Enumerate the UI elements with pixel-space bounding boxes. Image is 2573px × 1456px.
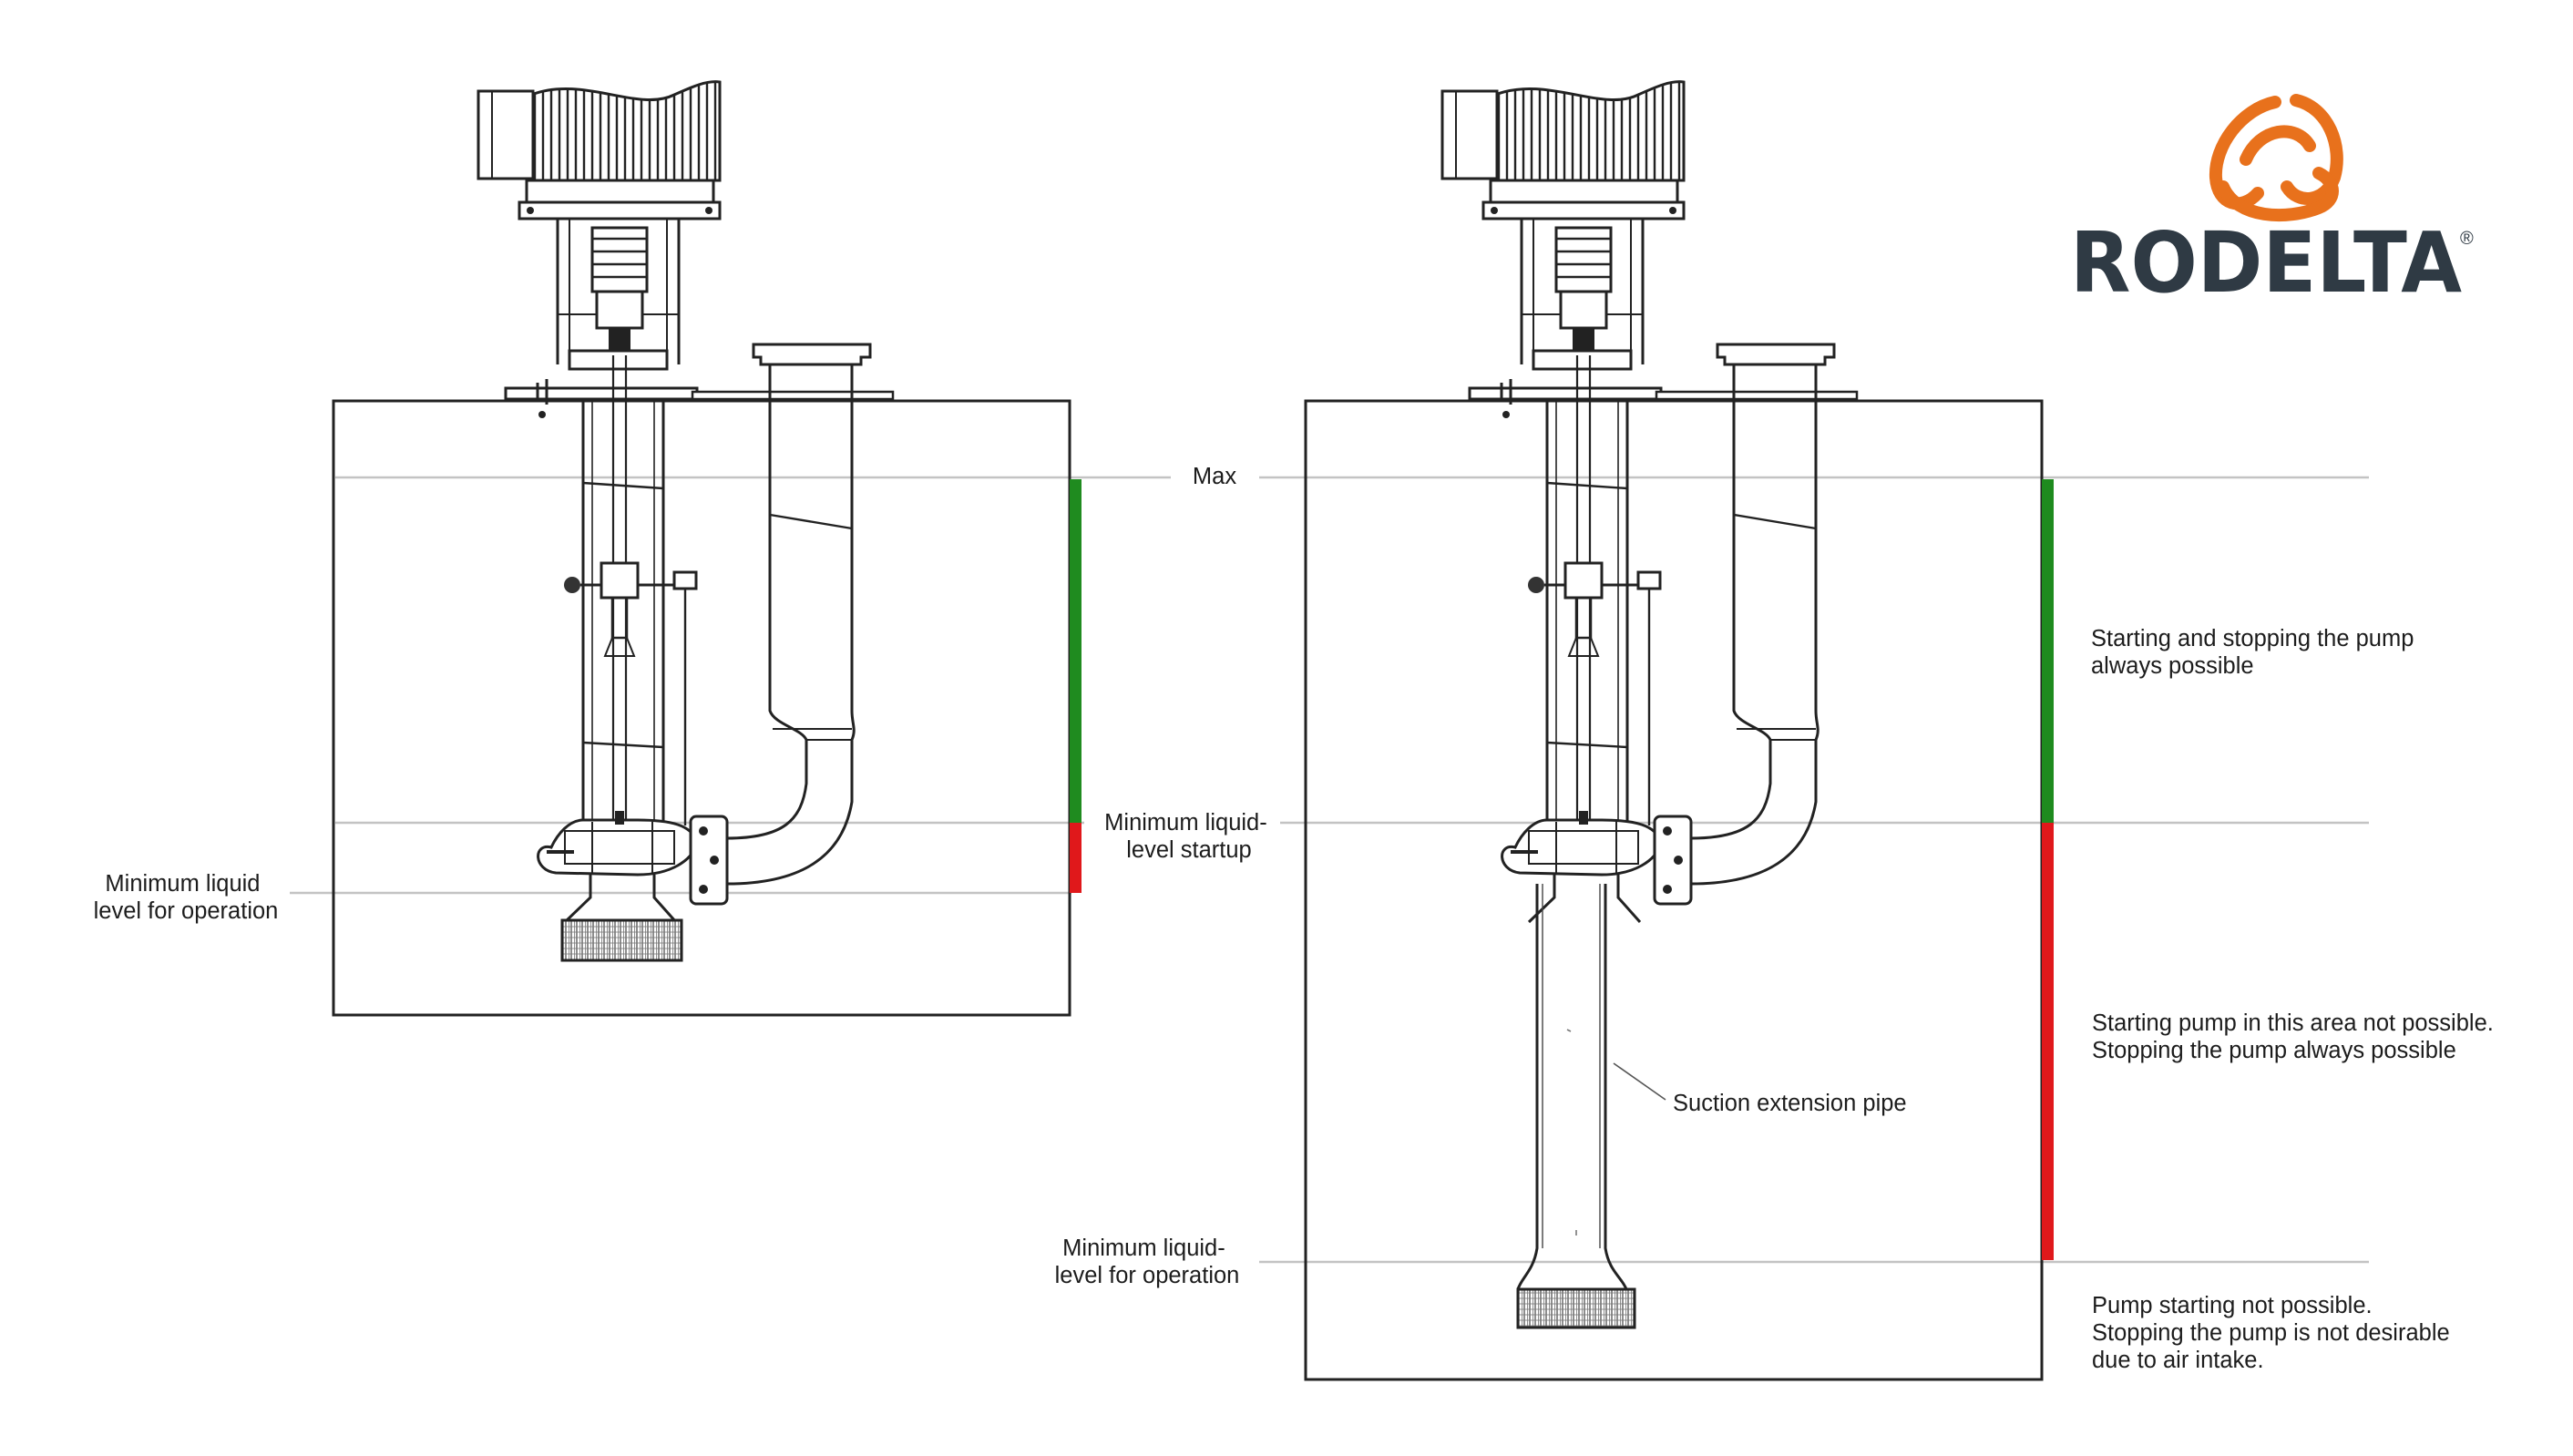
left-red-bar	[1070, 823, 1081, 893]
zone-3-line-3: due to air intake.	[2092, 1348, 2264, 1373]
suction-pipe-leader	[1613, 1062, 1666, 1101]
max-label: Max	[1193, 464, 1236, 489]
suction-pipe-label: Suction extension pipe	[1673, 1091, 1907, 1116]
zone-3-line-1: Pump starting not possible.	[2092, 1293, 2373, 1318]
min-operation-right-line-2: level for operation	[1055, 1263, 1240, 1288]
brand-logo: RODELTA ®	[2070, 94, 2474, 312]
left-green-bar	[1070, 479, 1081, 823]
min-operation-left-line-2: level for operation	[94, 898, 279, 924]
pump-left	[477, 79, 895, 962]
min-operation-left-label: Minimum liquid level for operation	[94, 871, 279, 924]
zone-1-line-2: always possible	[2091, 653, 2254, 679]
min-startup-line-1: Minimum liquid-	[1104, 810, 1267, 836]
min-operation-right-label: Minimum liquid- level for operation	[1055, 1236, 1240, 1288]
zone-3-line-2: Stopping the pump is not desirable	[2092, 1320, 2450, 1346]
min-startup-label: Minimum liquid- level startup	[1104, 810, 1274, 863]
suction-extension-pipe	[1516, 884, 1628, 1290]
zone-1-label: Starting and stopping the pump always po…	[2091, 626, 2421, 679]
right-red-bar	[2042, 823, 2054, 1260]
min-operation-left-line-1: Minimum liquid	[105, 871, 260, 897]
brand-name: RODELTA	[2070, 214, 2462, 312]
registered-mark: ®	[2460, 229, 2474, 249]
suction-strainer-left	[560, 918, 683, 962]
min-operation-right-line-1: Minimum liquid-	[1062, 1236, 1225, 1261]
rodelta-emblem-icon	[2209, 94, 2343, 222]
zone-2-line-2: Stopping the pump always possible	[2092, 1038, 2456, 1063]
zone-2-label: Starting pump in this area not possible.…	[2092, 1010, 2500, 1063]
right-green-bar	[2042, 479, 2054, 823]
tank-left	[332, 399, 1071, 1017]
zone-3-label: Pump starting not possible. Stopping the…	[2092, 1293, 2456, 1373]
pump-right	[1440, 79, 1859, 1329]
zone-2-line-1: Starting pump in this area not possible.	[2092, 1010, 2494, 1036]
suction-strainer-right	[1516, 1287, 1636, 1329]
zone-1-line-1: Starting and stopping the pump	[2091, 626, 2414, 651]
min-startup-line-2: level startup	[1126, 837, 1252, 863]
